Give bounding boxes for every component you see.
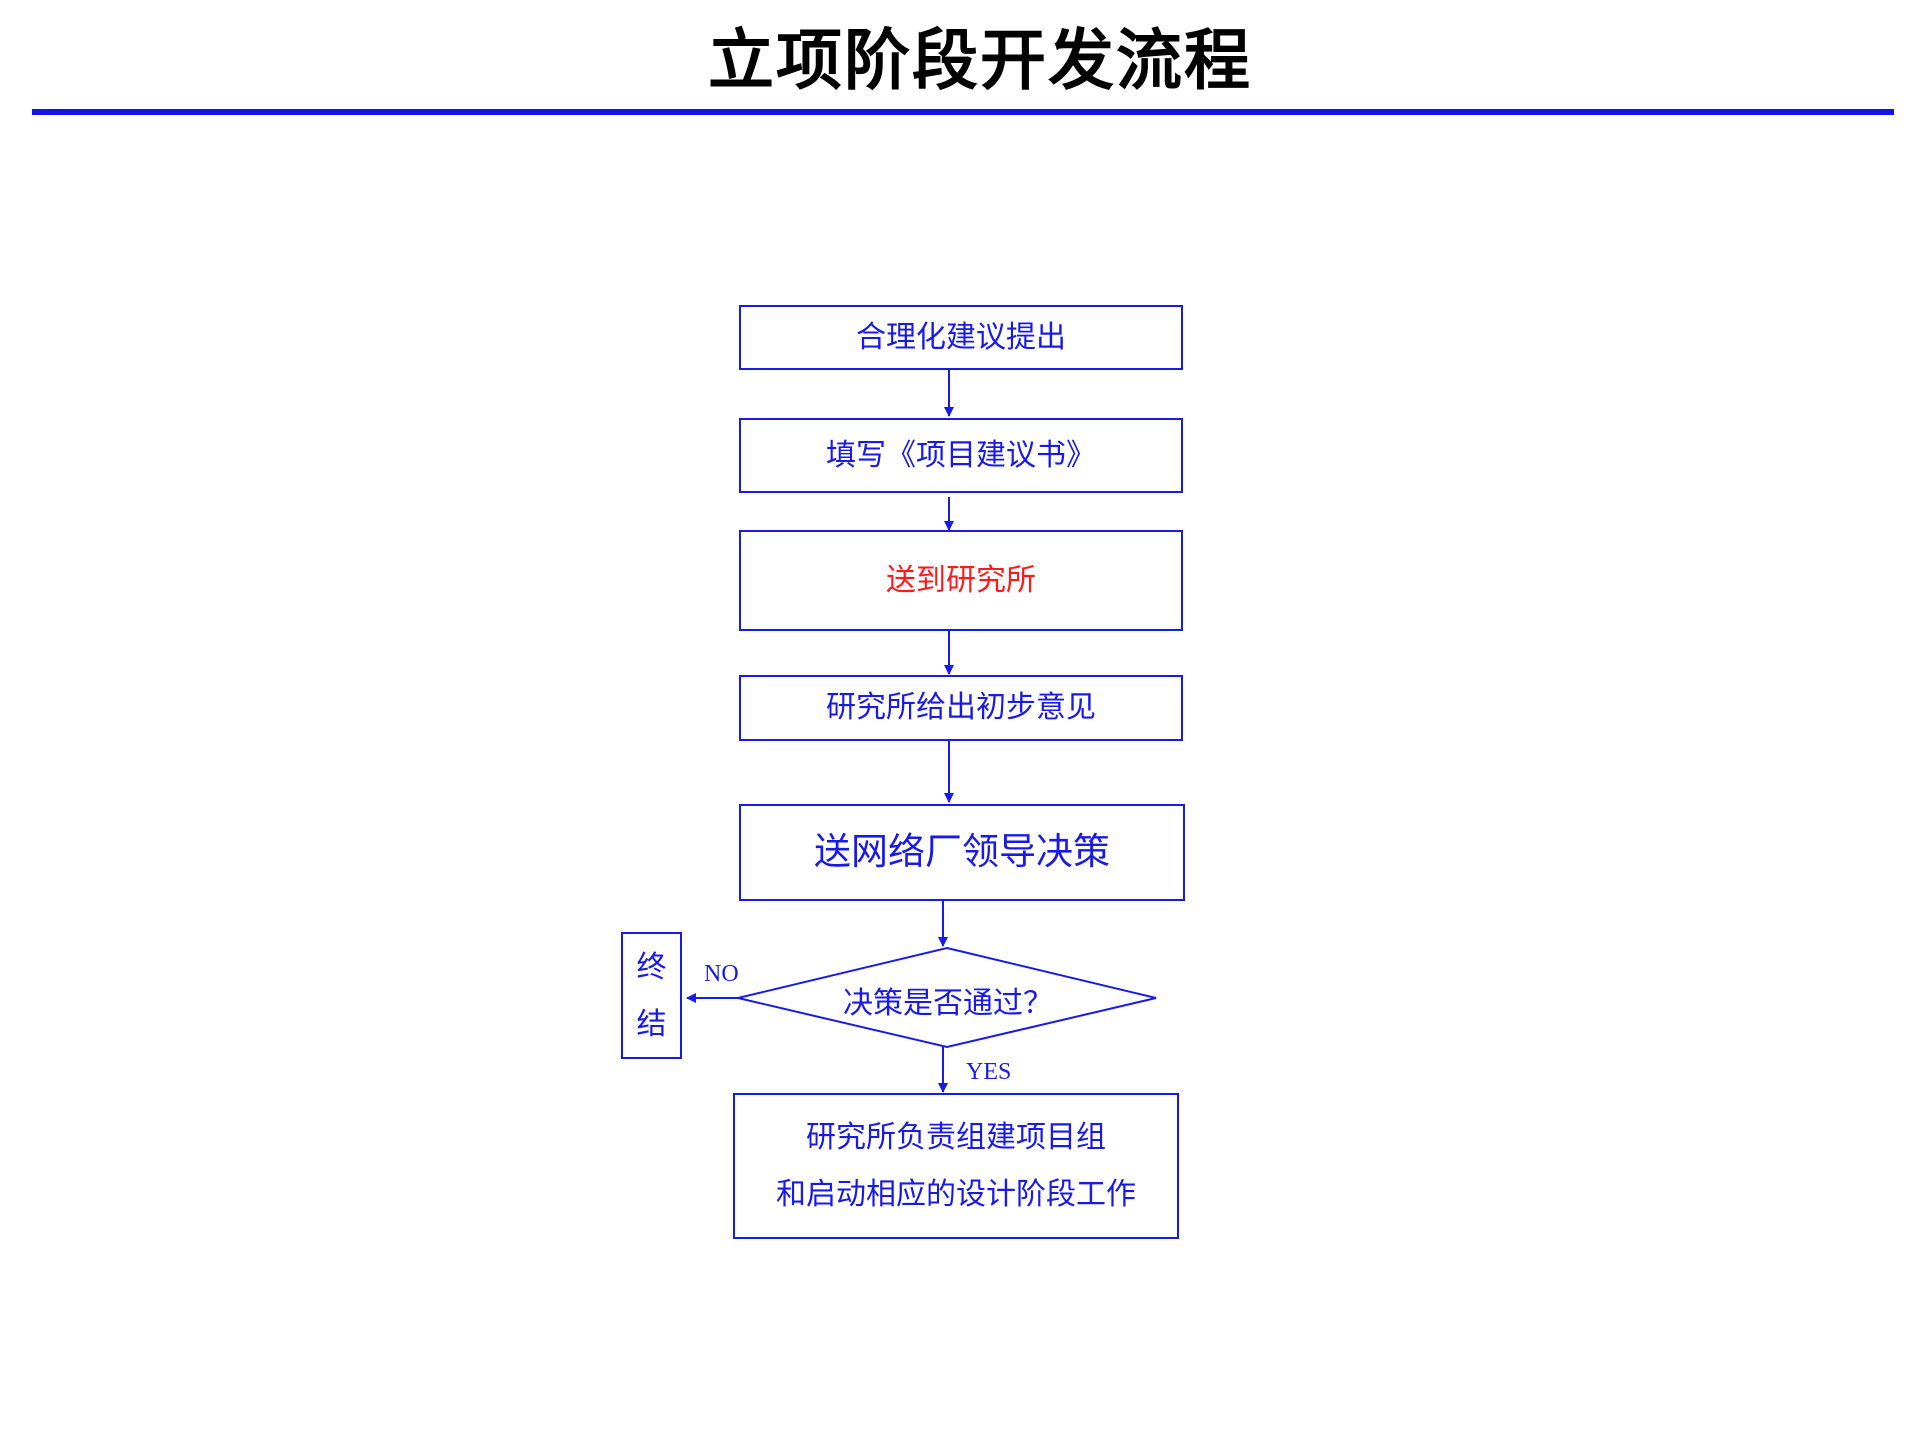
- final-step-line-2: 和启动相应的设计阶段工作: [776, 1177, 1136, 1212]
- final-step-line-1: 研究所负责组建项目组: [806, 1120, 1106, 1155]
- decision-diamond: [737, 946, 1157, 1049]
- step-send-institute-label: 送到研究所: [886, 562, 1036, 598]
- step-initial-opinion-box: 研究所给出初步意见: [739, 675, 1183, 741]
- end-box: 终 结: [621, 932, 682, 1059]
- end-label-line-2: 结: [636, 1006, 667, 1042]
- branch-yes-label: YES: [966, 1059, 1012, 1085]
- step-proposal-box: 合理化建议提出: [739, 305, 1183, 370]
- end-label-line-1: 终: [636, 949, 667, 985]
- page-title: 立项阶段开发流程: [708, 21, 1252, 99]
- step-initial-opinion-label: 研究所给出初步意见: [826, 690, 1096, 725]
- step-proposal-label: 合理化建议提出: [856, 319, 1066, 355]
- step-send-institute-box: 送到研究所: [739, 530, 1183, 631]
- title-underline: [32, 109, 1894, 115]
- decision-label: 决策是否通过？: [843, 986, 1053, 1021]
- step-fill-form-box: 填写《项目建议书》: [739, 418, 1183, 493]
- step-leadership-decision-box: 送网络厂领导决策: [739, 804, 1185, 901]
- branch-no-label: NO: [704, 961, 739, 987]
- final-step-box: 研究所负责组建项目组 和启动相应的设计阶段工作: [733, 1093, 1179, 1239]
- step-fill-form-label: 填写《项目建议书》: [826, 437, 1096, 473]
- step-leadership-decision-label: 送网络厂领导决策: [814, 830, 1110, 874]
